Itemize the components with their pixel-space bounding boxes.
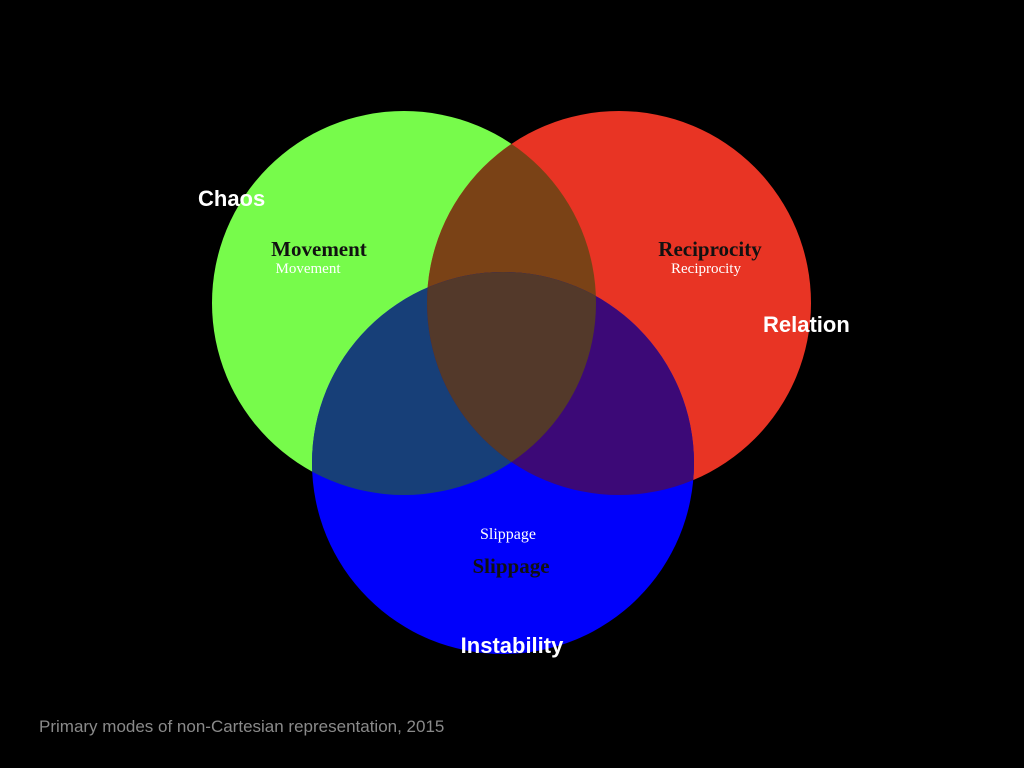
overlap-movement-slippage	[312, 272, 596, 495]
label-slippage-echo: Slippage	[480, 526, 536, 543]
label-movement-echo: Movement	[276, 261, 342, 277]
label-reciprocity: Reciprocity	[658, 237, 762, 261]
label-instability: Instability	[461, 633, 564, 658]
caption: Primary modes of non-Cartesian represent…	[39, 717, 445, 736]
label-reciprocity-echo: Reciprocity	[671, 261, 741, 277]
label-relation: Relation	[763, 312, 850, 337]
label-chaos: Chaos	[198, 186, 265, 211]
label-slippage: Slippage	[472, 554, 549, 578]
label-movement: Movement	[271, 237, 367, 261]
